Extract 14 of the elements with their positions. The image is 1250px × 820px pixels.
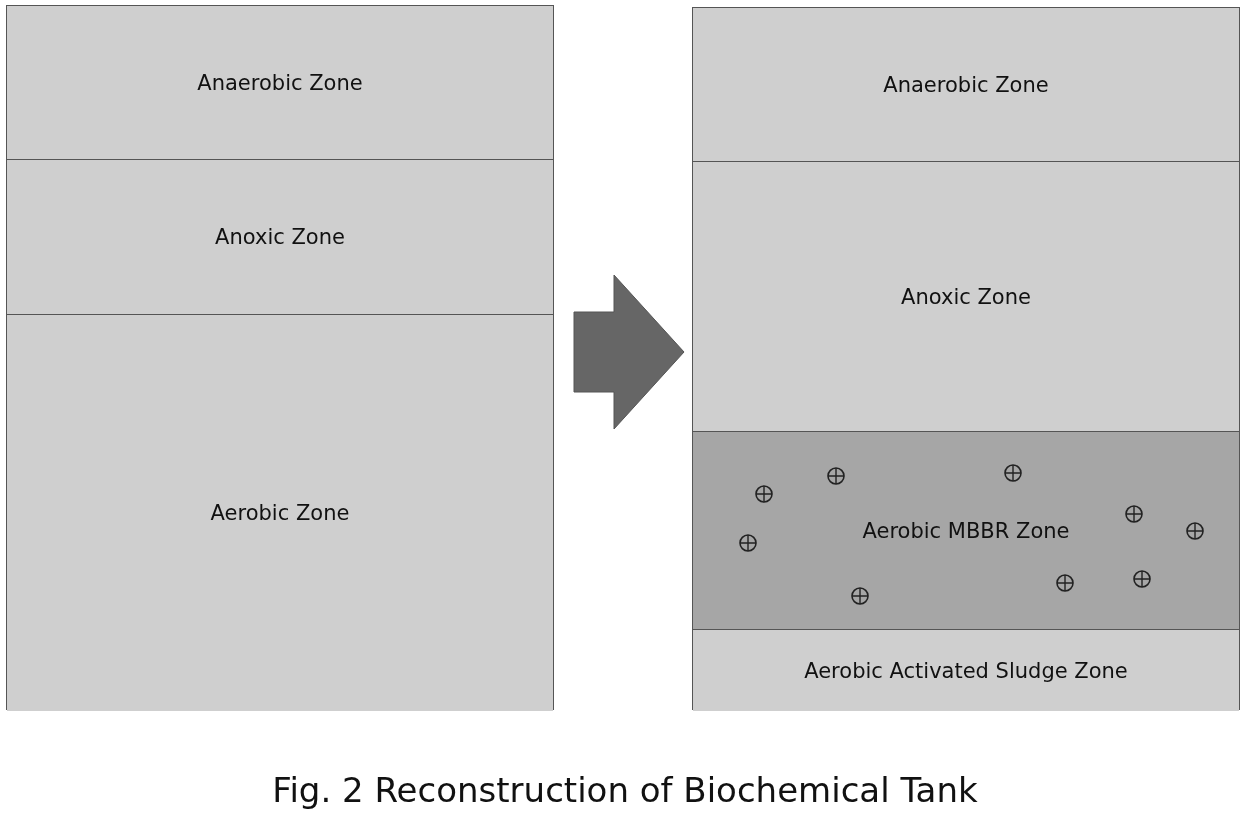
zone-label: Anaerobic Zone <box>197 70 363 95</box>
zone-label: Aerobic Activated Sludge Zone <box>804 658 1128 683</box>
zone-label: Anoxic Zone <box>901 284 1031 309</box>
zone-band <box>693 431 1239 629</box>
zone-label: Anaerobic Zone <box>883 72 1049 97</box>
figure-caption: Fig. 2 Reconstruction of Biochemical Tank <box>271 770 979 810</box>
zone-band <box>7 314 553 711</box>
zone-label: Aerobic MBBR Zone <box>862 518 1070 543</box>
zone-band <box>693 629 1239 711</box>
zone-label: Aerobic Zone <box>210 501 350 525</box>
tank-outline <box>6 5 554 710</box>
tank-outline <box>692 7 1240 710</box>
zone-label: Anoxic Zone <box>215 225 345 249</box>
block-arrow <box>573 274 685 430</box>
